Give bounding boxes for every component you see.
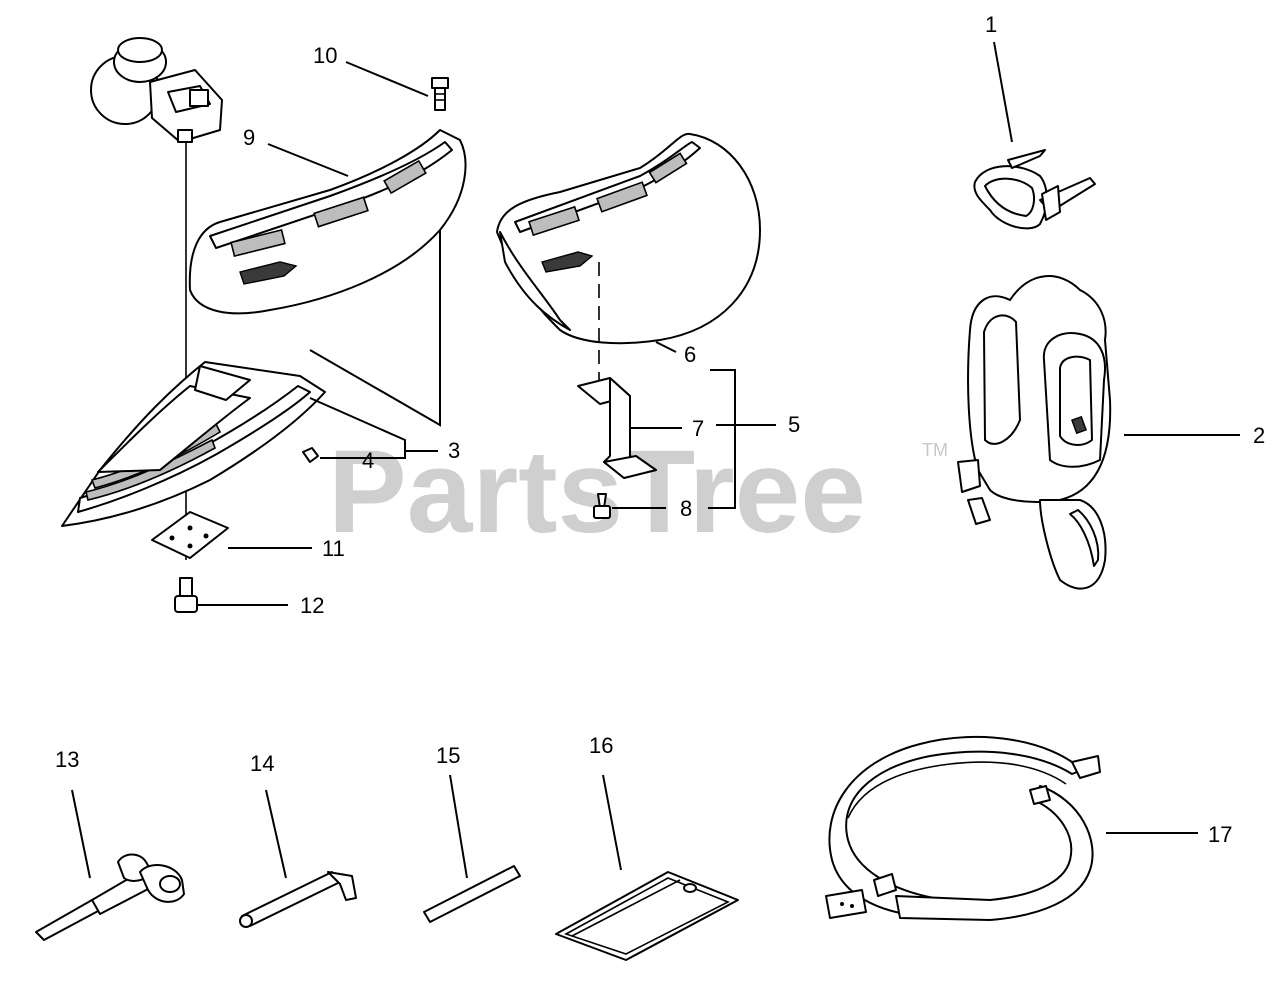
callout-10: 10 — [313, 43, 337, 68]
callout-4: 4 — [362, 448, 374, 473]
callout-5: 5 — [788, 412, 800, 437]
callout-15: 15 — [436, 743, 460, 768]
leader-lines — [71, 41, 1240, 879]
upper-guard-part-9 — [188, 129, 467, 315]
bolt-part-10 — [431, 77, 449, 111]
goggles-part-1 — [973, 149, 1096, 230]
callout-numbers: 1 2 3 4 5 6 7 8 9 10 11 12 13 14 15 16 1… — [55, 12, 1265, 847]
callout-7: 7 — [692, 416, 704, 441]
callout-1: 1 — [985, 12, 997, 37]
callout-12: 12 — [300, 593, 324, 618]
gearhead-part — [90, 37, 223, 143]
screw-part-8 — [593, 493, 611, 519]
watermark-text: PartsTree — [328, 426, 866, 558]
callout-13: 13 — [55, 747, 79, 772]
callout-2: 2 — [1253, 423, 1265, 448]
clamp-plate-part-11 — [151, 511, 229, 559]
callout-3: 3 — [448, 438, 460, 463]
watermark-trademark: TM — [922, 440, 948, 460]
callout-16: 16 — [589, 733, 613, 758]
bolt-part-12 — [174, 577, 198, 613]
callout-11: 11 — [322, 536, 345, 561]
lower-guard-part-3 — [61, 361, 326, 527]
pin-part-15 — [423, 865, 521, 923]
manual-part-16 — [555, 871, 739, 961]
harness-part-2 — [957, 275, 1112, 590]
guard-part-6 — [496, 132, 761, 345]
box-wrench-part-13 — [35, 853, 185, 941]
callout-8: 8 — [680, 496, 692, 521]
callout-17: 17 — [1208, 822, 1232, 847]
callout-14: 14 — [250, 751, 274, 776]
hex-key-part-14 — [239, 871, 357, 928]
nut-part-4 — [302, 447, 319, 463]
callout-9: 9 — [243, 125, 255, 150]
ring-band-part-17 — [825, 735, 1101, 921]
callout-6: 6 — [684, 342, 696, 367]
